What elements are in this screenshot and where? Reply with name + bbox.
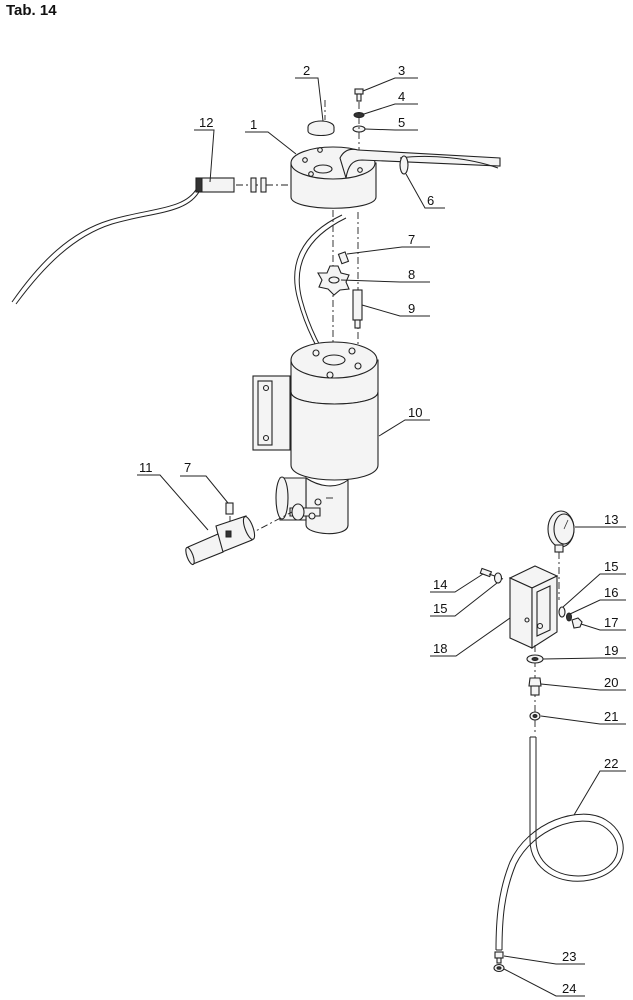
label-24: 24 (562, 981, 576, 996)
part-20-fitting (528, 677, 542, 696)
part-8-star-knob (317, 265, 350, 296)
label-18: 18 (433, 641, 447, 656)
label-20: 20 (604, 675, 618, 690)
label-1: 1 (250, 117, 257, 132)
label-19: 19 (604, 643, 618, 658)
label-12: 12 (199, 115, 213, 130)
label-6: 6 (427, 193, 434, 208)
label-13: 13 (604, 512, 618, 527)
label-15-right: 15 (604, 559, 618, 574)
label-17: 17 (604, 615, 618, 630)
part-13-pressure-gauge (547, 510, 575, 600)
part-24-nut (493, 963, 505, 973)
label-4: 4 (398, 89, 405, 104)
part-labels: 2 3 4 5 1 12 6 7 8 9 10 11 7 13 14 15 15… (139, 63, 618, 996)
label-14: 14 (433, 577, 447, 592)
label-22: 22 (604, 756, 618, 771)
part-2-cover (307, 120, 335, 137)
label-15-left: 15 (433, 601, 447, 616)
part-17-nut (571, 617, 583, 629)
label-23: 23 (562, 949, 576, 964)
part-6-grommet (399, 155, 409, 175)
part-21-nut (529, 711, 541, 721)
leader-lines (137, 77, 626, 997)
part-7-set-screw-upper (337, 251, 350, 265)
label-11: 11 (139, 460, 153, 475)
label-9: 9 (408, 301, 415, 316)
label-21: 21 (604, 709, 618, 724)
part-12-sensor (11, 177, 295, 305)
label-7-lower: 7 (184, 460, 191, 475)
label-8: 8 (408, 267, 415, 282)
part-9-standoff (352, 289, 363, 329)
part-3-screw (354, 88, 364, 102)
label-2: 2 (303, 63, 310, 78)
part-16-washer (566, 612, 572, 622)
part-11-adapter-shaft (185, 515, 256, 566)
label-3: 3 (398, 63, 405, 78)
part-15-washer-right (558, 606, 566, 618)
label-5: 5 (398, 115, 405, 130)
label-7-upper: 7 (408, 232, 415, 247)
part-10-main-body (252, 341, 379, 535)
page-title: Tab. 14 (6, 2, 57, 19)
part-18-block (508, 565, 559, 650)
part-1-top-cap (290, 146, 501, 209)
part-22-hose (495, 736, 624, 951)
part-19-seal-ring (526, 654, 544, 664)
part-23-nipple (494, 951, 504, 964)
part-15-washer-left (493, 572, 503, 584)
label-16: 16 (604, 585, 618, 600)
label-10: 10 (408, 405, 422, 420)
